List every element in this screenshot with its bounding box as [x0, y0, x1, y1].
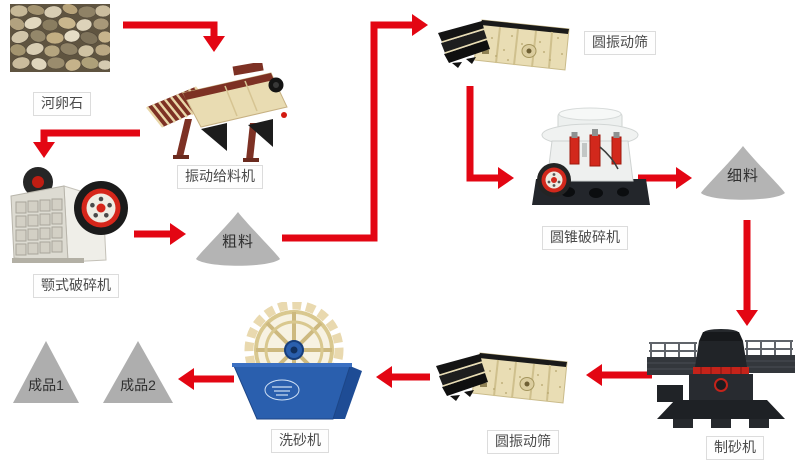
vibrating-screen-top-image	[432, 8, 577, 83]
product-2-triangle: 成品2	[101, 339, 175, 405]
arrowhead-sandmaker-to-screen-bottom	[586, 364, 602, 386]
label-vibrating-feeder: 振动给料机	[177, 165, 263, 189]
arrowhead-cone-to-fine	[676, 167, 692, 189]
label-jaw-crusher: 颚式破碎机	[33, 274, 119, 298]
vibrating-screen-bottom-graphic	[436, 352, 568, 404]
sand-washer-graphic	[232, 302, 362, 420]
sand-maker-image	[645, 327, 797, 432]
arrowhead-feeder-to-jaw	[33, 142, 55, 158]
arrow-raw-to-feeder	[123, 21, 218, 38]
product-2-text: 成品2	[120, 377, 156, 393]
label-cone-crusher: 圆锥破碎机	[542, 226, 628, 250]
river-pebbles-image	[10, 4, 110, 72]
fine-material-cone: 细料	[698, 143, 788, 205]
product-1-text: 成品1	[28, 377, 64, 393]
jaw-crusher-graphic	[10, 167, 128, 263]
coarse-material-text: 粗料	[221, 233, 254, 251]
label-sand-maker: 制砂机	[706, 436, 764, 460]
vibrating-screen-bottom-image	[430, 341, 575, 416]
arrow-feeder-to-jaw	[40, 129, 140, 144]
arrow-coarse-to-screen-top	[282, 21, 414, 242]
sand-washer-image	[230, 302, 365, 427]
arrowhead-screen-bottom-to-washer	[376, 366, 392, 388]
jaw-crusher-image	[8, 158, 133, 273]
vibrating-screen-top-graphic	[438, 19, 570, 71]
pebbles-graphic	[10, 4, 110, 72]
arrow-screen-top-to-cone	[466, 86, 500, 182]
arrowhead-fine-to-sandmaker	[736, 310, 758, 326]
cone-crusher-image	[528, 107, 653, 215]
product-1-graphic	[13, 341, 79, 403]
sand-maker-graphic	[647, 329, 795, 428]
arrowhead-screen-top-to-cone	[498, 167, 514, 189]
label-screen-top: 圆振动筛	[584, 31, 656, 55]
coarse-material-cone: 粗料	[193, 210, 283, 270]
vibrating-feeder-image	[145, 63, 295, 163]
arrowhead-coarse-to-screen-top	[412, 14, 428, 36]
arrowhead-raw-to-feeder	[203, 36, 225, 52]
label-raw-material: 河卵石	[33, 92, 91, 116]
vibrating-feeder-graphic	[146, 63, 288, 162]
label-sand-washer: 洗砂机	[271, 429, 329, 453]
coarse-cone-graphic	[196, 212, 280, 266]
product-2-graphic	[103, 341, 173, 403]
cone-crusher-graphic	[532, 107, 650, 205]
fine-cone-graphic	[701, 146, 785, 200]
arrowhead-washer-to-products	[178, 368, 194, 390]
fine-material-text: 细料	[726, 167, 759, 185]
product-1-triangle: 成品1	[11, 339, 81, 405]
label-screen-bottom: 圆振动筛	[487, 430, 559, 454]
arrowhead-jaw-to-coarse	[170, 223, 186, 245]
